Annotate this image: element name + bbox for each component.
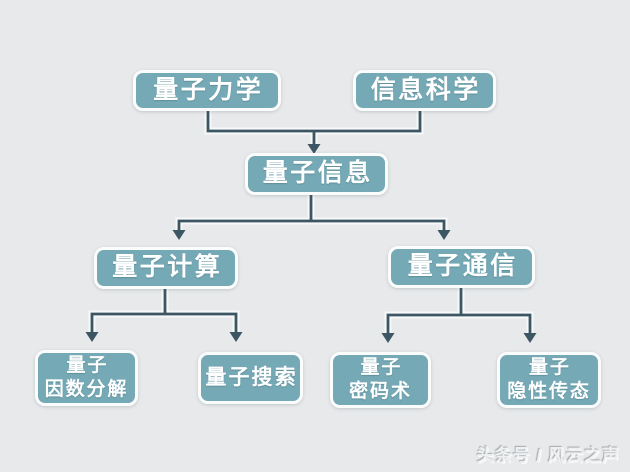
watermark-text: 头条号 / 风云之声: [476, 446, 620, 465]
node-quantum-factoring: 量子 因数分解: [35, 350, 138, 406]
node-quantum-search: 量子搜索: [198, 352, 303, 404]
node-quantum-mechanics: 量子力学: [133, 70, 281, 111]
edge-split-computing-to-leaves: [85, 286, 243, 342]
edge-split-communication-to-leaves: [381, 285, 537, 343]
node-quantum-information: 量子信息: [245, 153, 388, 195]
node-quantum-communication: 量子通信: [388, 246, 535, 288]
node-quantum-teleportation: 量子 隐性传态: [497, 352, 601, 408]
edge-split-information-to-branches: [172, 192, 451, 240]
node-information-science: 信息科学: [353, 70, 496, 111]
node-quantum-computing: 量子计算: [94, 247, 238, 289]
edge-merge-to-quantum-information: [204, 106, 424, 154]
node-quantum-cryptography: 量子 密码术: [330, 352, 431, 408]
